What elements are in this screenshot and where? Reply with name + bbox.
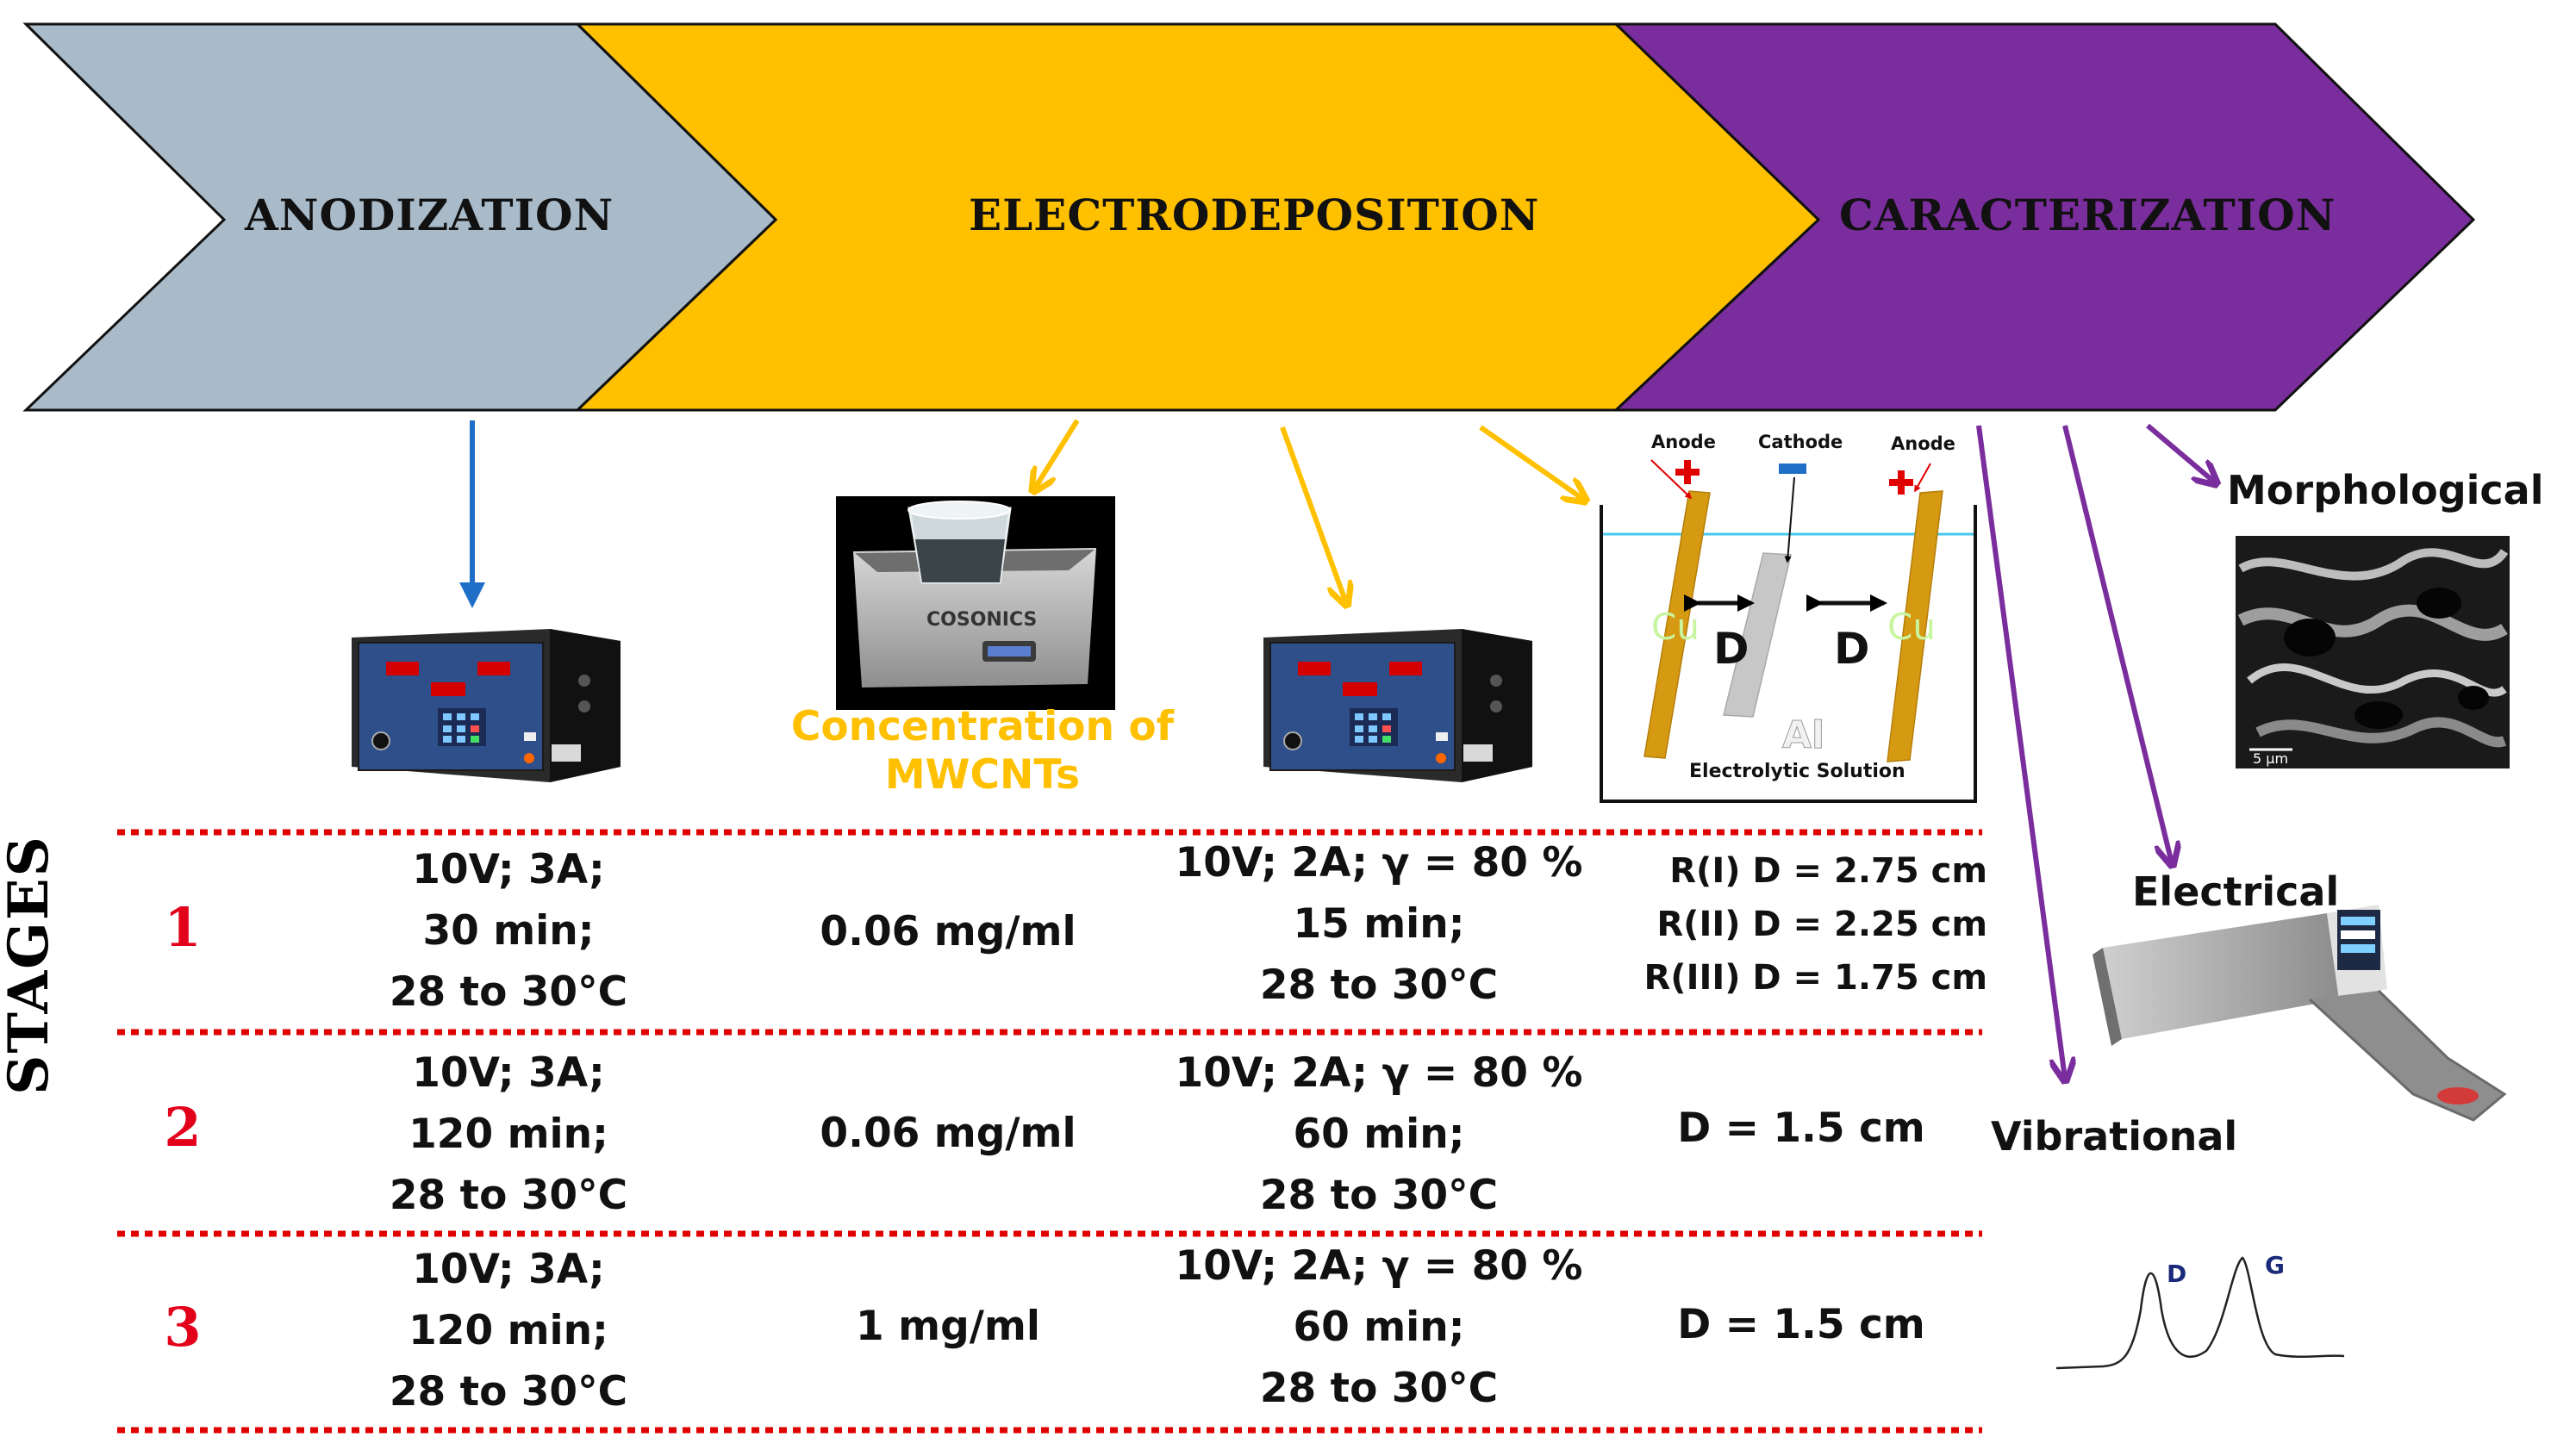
d-right-label: D (1834, 624, 1870, 674)
concentration-label: Concentration of MWCNTs (784, 703, 1181, 800)
raman-g-label: G (2265, 1251, 2285, 1279)
stage-1-concentration: 0.06 mg/ml (820, 908, 1076, 955)
electrical-label: Electrical (2132, 868, 2340, 915)
characterization-label: CARACTERIZATION (1839, 190, 2336, 240)
stage-2-anodization-line-3: 28 to 30°C (389, 1172, 628, 1219)
anode-left-label: Anode (1651, 432, 1716, 452)
electrical-device (2093, 905, 2507, 1122)
cathode-label: Cathode (1758, 432, 1843, 452)
purple-arrow-morphological (2146, 423, 2215, 482)
stage-1-anodization: 10V; 3A; 30 min; 28 to 30°C (327, 839, 689, 1023)
stage-1-electrodeposition-line-2: 15 min; (1293, 900, 1465, 948)
stage-2-number: 2 (164, 1096, 202, 1159)
stage-1-anodization-line-1: 10V; 3A; (412, 846, 605, 893)
gold-arrow-supply (1280, 426, 1346, 603)
al-electrode (1723, 552, 1792, 718)
anodization-chevron (22, 22, 778, 412)
stage-3-distance: D = 1.5 cm (1677, 1301, 1925, 1348)
power-supply-anodization (352, 629, 621, 782)
stage-2-electrodeposition-line-1: 10V; 2A; γ = 80 % (1175, 1049, 1583, 1097)
electrolytic-cell: Anode Cathode Anode Cu Cu D D Al Electro… (1600, 432, 1977, 803)
concentration-label-line-1: Concentration of (790, 703, 1175, 750)
sem-image: 5 µm (2236, 536, 2510, 768)
d-left-label: D (1713, 624, 1750, 674)
anode-right-label: Anode (1891, 433, 1955, 454)
stage-3-electrodeposition: 10V; 2A; γ = 80 % 60 min; 28 to 30°C (1163, 1235, 1594, 1419)
stage-3-anodization-line-2: 120 min; (409, 1307, 608, 1354)
cu-left-label: Cu (1651, 606, 1700, 648)
anodization-label: ANODIZATION (245, 190, 614, 240)
flow-arrows (459, 419, 2215, 1079)
stage-2-concentration: 0.06 mg/ml (820, 1110, 1076, 1157)
cu-electrode-right (1887, 490, 1943, 762)
purple-arrow-electrical (2062, 425, 2172, 863)
process-chevrons (22, 22, 2476, 412)
concentration-label-line-2: MWCNTs (884, 751, 1081, 799)
electrodeposition-label: ELECTRODEPOSITION (969, 190, 1540, 240)
gold-arrow-bath (1034, 419, 1080, 489)
ultrasonic-bath: COSONICS (836, 496, 1115, 710)
stage-1-electrodeposition-line-3: 28 to 30°C (1259, 961, 1499, 1009)
stage-1-distance-line-2: R(II) D = 2.25 cm (1656, 905, 1987, 944)
stage-1-distance: R(I) D = 2.75 cm R(II) D = 2.25 cm R(III… (1603, 844, 1987, 1005)
cu-electrode-left (1643, 490, 1711, 759)
stage-1-electrodeposition: 10V; 2A; γ = 80 % 15 min; 28 to 30°C (1163, 832, 1594, 1016)
stage-2-electrodeposition-line-3: 28 to 30°C (1259, 1172, 1499, 1219)
stage-1-distance-line-1: R(I) D = 2.75 cm (1669, 851, 1987, 891)
stage-2-distance: D = 1.5 cm (1677, 1104, 1925, 1152)
stage-2-anodization: 10V; 3A; 120 min; 28 to 30°C (327, 1042, 689, 1226)
stage-2-anodization-line-1: 10V; 3A; (412, 1049, 605, 1097)
stage-2-electrodeposition: 10V; 2A; γ = 80 % 60 min; 28 to 30°C (1163, 1042, 1594, 1226)
stage-3-electrodeposition-line-3: 28 to 30°C (1259, 1365, 1499, 1412)
scale-bar-label: 5 µm (2253, 750, 2288, 767)
gold-arrow-cell (1479, 425, 1584, 500)
stage-3-anodization-line-3: 28 to 30°C (389, 1368, 628, 1416)
stage-3-concentration: 1 mg/ml (856, 1303, 1040, 1350)
stage-1-anodization-line-2: 30 min; (422, 907, 595, 955)
stage-3-anodization: 10V; 3A; 120 min; 28 to 30°C (327, 1239, 689, 1422)
stage-3-electrodeposition-line-1: 10V; 2A; γ = 80 % (1175, 1242, 1583, 1290)
stage-3-anodization-line-1: 10V; 3A; (412, 1246, 605, 1293)
stage-1-anodization-line-3: 28 to 30°C (389, 968, 628, 1016)
stage-1-distance-line-3: R(III) D = 1.75 cm (1643, 958, 1987, 998)
stage-2-electrodeposition-line-2: 60 min; (1293, 1111, 1465, 1158)
stage-1-number: 1 (164, 896, 202, 959)
power-supply-electrodeposition (1263, 629, 1532, 782)
ultrasonic-brand: COSONICS (926, 609, 1037, 631)
stage-2-anodization-line-2: 120 min; (409, 1111, 608, 1158)
raman-spectrum: D G (2055, 1251, 2345, 1370)
stage-3-number: 3 (164, 1296, 202, 1359)
solution-label: Electrolytic Solution (1689, 761, 1905, 782)
stage-3-electrodeposition-line-2: 60 min; (1293, 1304, 1465, 1351)
al-label: Al (1782, 713, 1824, 757)
stages-title: STAGES (0, 835, 61, 1095)
stage-1-electrodeposition-line-1: 10V; 2A; γ = 80 % (1175, 839, 1583, 887)
stage-dividers (117, 829, 1982, 1434)
cu-right-label: Cu (1887, 606, 1936, 648)
vibrational-label: Vibrational (1991, 1113, 2238, 1160)
raman-d-label: D (2167, 1260, 2186, 1288)
morphological-label: Morphological (2227, 467, 2544, 513)
purple-arrow-vibrational (1976, 425, 2065, 1079)
